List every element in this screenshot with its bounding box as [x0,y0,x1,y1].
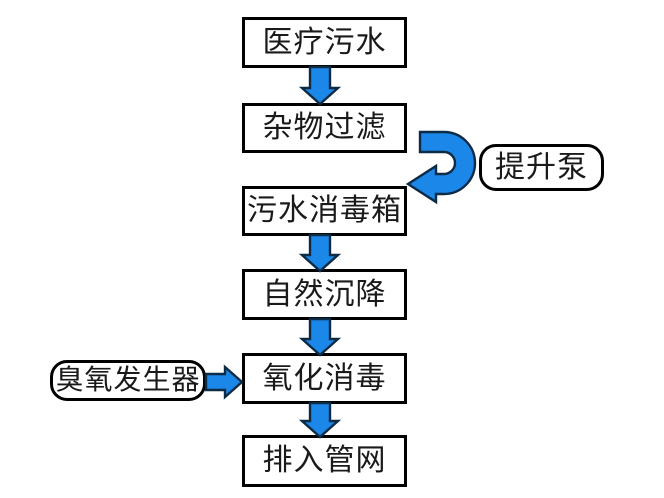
down-arrow-icon-tank-to-settling [298,233,342,273]
node-ozone-generator: 臭氧发生器 [50,360,206,401]
down-arrow-icon-settling-to-oxidation [298,317,342,357]
u-turn-arrow-icon-filter-to-tank [405,130,477,205]
node-oxidation-disinfection: 氧化消毒 [242,353,407,404]
node-medical-sewage: 医疗污水 [242,17,407,68]
right-arrow-icon-ozone-to-oxidation [204,364,244,400]
node-discharge-pipe-network: 排入管网 [242,435,407,487]
node-sewage-disinfection-tank: 污水消毒箱 [242,186,407,236]
node-natural-settling: 自然沉降 [242,269,407,320]
down-arrow-icon-oxidation-to-discharge [298,401,342,439]
down-arrow-icon-medical-to-filter [298,65,342,106]
node-lift-pump: 提升泵 [479,144,604,191]
node-debris-filter: 杂物过滤 [242,103,407,153]
